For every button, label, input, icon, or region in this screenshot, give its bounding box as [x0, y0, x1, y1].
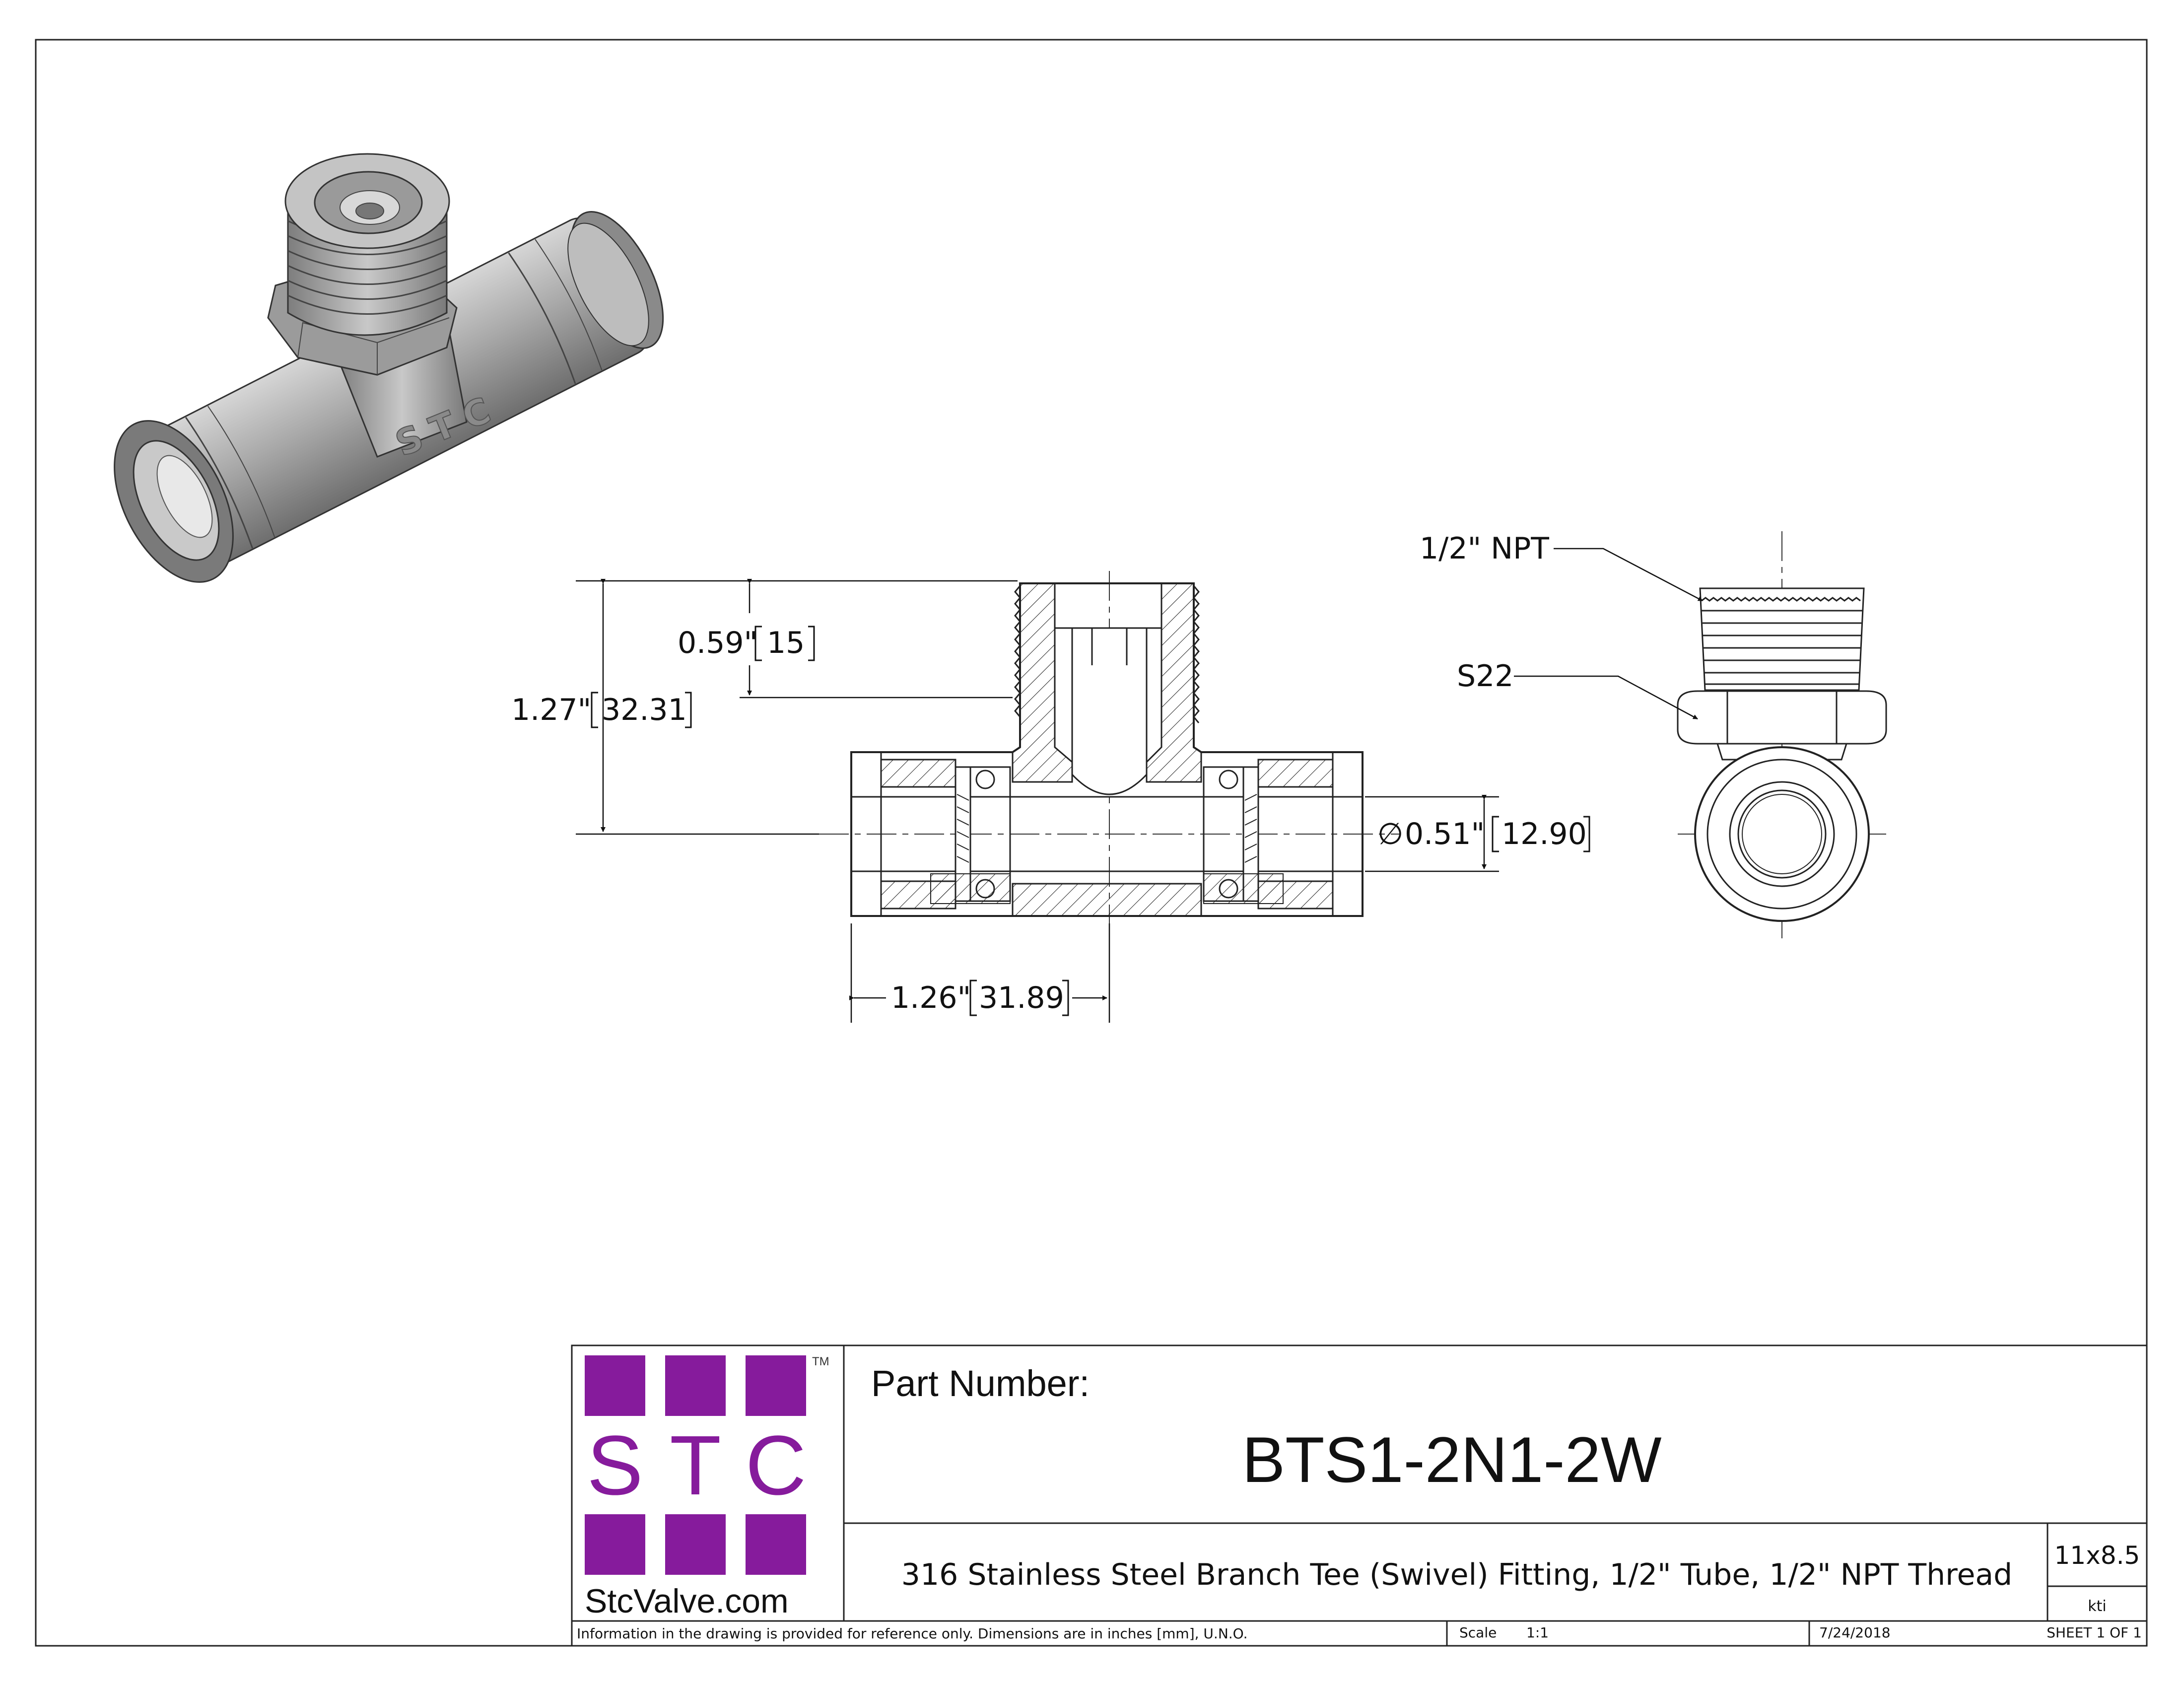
dim-0-59-mm: 15: [767, 626, 805, 660]
dim-1-27: 1.27" 32.31: [511, 692, 692, 728]
drawing-date: 7/24/2018: [1819, 1624, 1891, 1641]
title-block: [571, 1344, 2148, 1647]
sheet-size: 11x8.5: [2054, 1541, 2140, 1570]
section-view: [819, 571, 1400, 1023]
logo-letter-t: T: [670, 1418, 721, 1513]
reference-note: Information in the drawing is provided f…: [577, 1625, 1247, 1642]
callout-leaders: [1514, 548, 1703, 720]
sheet-number: SHEET 1 OF 1: [2047, 1624, 2142, 1641]
dim-0-59-in: 0.59": [678, 626, 757, 660]
logo-letter-c: C: [746, 1418, 807, 1513]
dim-diameter-mm: 12.90: [1502, 817, 1587, 851]
isometric-view: STC: [114, 153, 664, 583]
scale-value: 1:1: [1526, 1624, 1549, 1641]
dimension-lines: [576, 579, 1499, 1023]
logo-tm: TM: [812, 1355, 829, 1368]
side-view: [1677, 531, 1887, 938]
stc-logo: S T C TM StcValve.com: [585, 1355, 829, 1620]
dim-1-26-in: 1.26": [891, 981, 971, 1015]
dim-1-27-in: 1.27": [511, 693, 591, 727]
scale-label: Scale: [1459, 1624, 1497, 1641]
part-number: BTS1-2N1-2W: [1242, 1423, 1661, 1496]
logo-letter-s: S: [587, 1418, 643, 1513]
callout-hex: S22: [1457, 659, 1513, 694]
logo-website: StcValve.com: [585, 1582, 789, 1620]
part-number-label: Part Number:: [871, 1363, 1090, 1404]
callout-thread: 1/2" NPT: [1420, 531, 1549, 566]
dim-diameter: ∅ 0.51" 12.90: [1377, 816, 1590, 852]
drawn-by: kti: [2088, 1598, 2106, 1615]
dim-diameter-symbol: ∅: [1377, 817, 1403, 851]
dim-1-27-mm: 32.31: [602, 693, 687, 727]
dim-1-26-mm: 31.89: [979, 981, 1064, 1015]
part-description: 316 Stainless Steel Branch Tee (Swivel) …: [901, 1557, 2012, 1592]
dim-1-26: 1.26" 31.89: [891, 980, 1069, 1016]
dim-0-59: 0.59" 15: [678, 626, 815, 661]
dim-diameter-in: 0.51": [1405, 817, 1485, 851]
